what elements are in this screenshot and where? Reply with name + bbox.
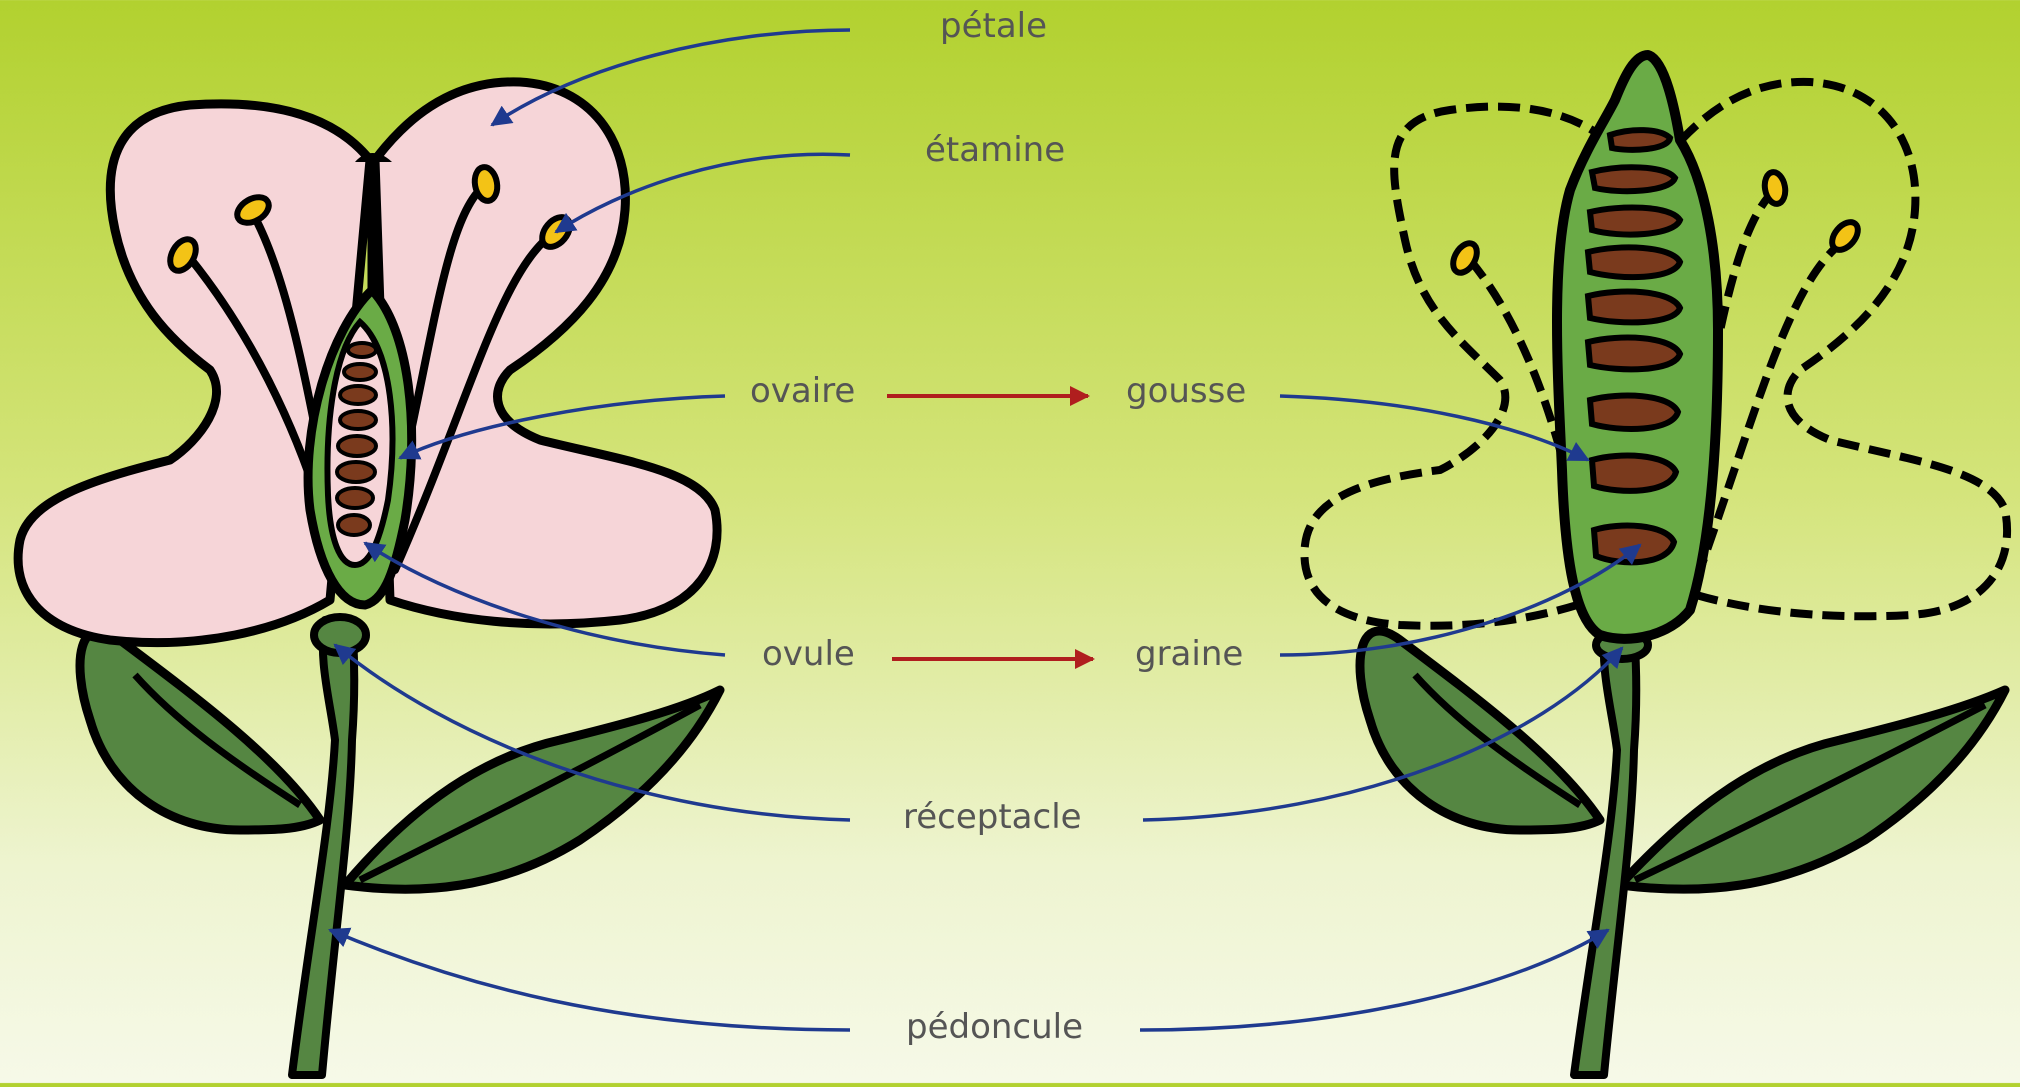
flower-illustration <box>18 82 720 1075</box>
arrow-pedoncule-left <box>330 930 850 1030</box>
label-pedoncule: pédoncule <box>906 1007 1083 1047</box>
pod-illustration <box>1304 55 2007 1075</box>
left-leaf <box>80 631 320 830</box>
flower-stem <box>292 620 354 1075</box>
arrow-gousse <box>1280 396 1588 460</box>
pod-stem <box>1574 630 1636 1075</box>
label-graine: graine <box>1135 634 1243 674</box>
transformation-arrows <box>887 396 1093 659</box>
label-ovule: ovule <box>762 634 855 674</box>
pod-left-leaf <box>1360 631 1600 830</box>
label-gousse: gousse <box>1126 371 1246 411</box>
label-receptacle: réceptacle <box>903 797 1082 837</box>
arrow-pedoncule-right <box>1140 930 1608 1030</box>
left-petal <box>18 104 370 643</box>
label-etamine: étamine <box>925 130 1065 170</box>
label-ovaire: ovaire <box>750 371 855 411</box>
label-petale: pétale <box>940 6 1047 46</box>
